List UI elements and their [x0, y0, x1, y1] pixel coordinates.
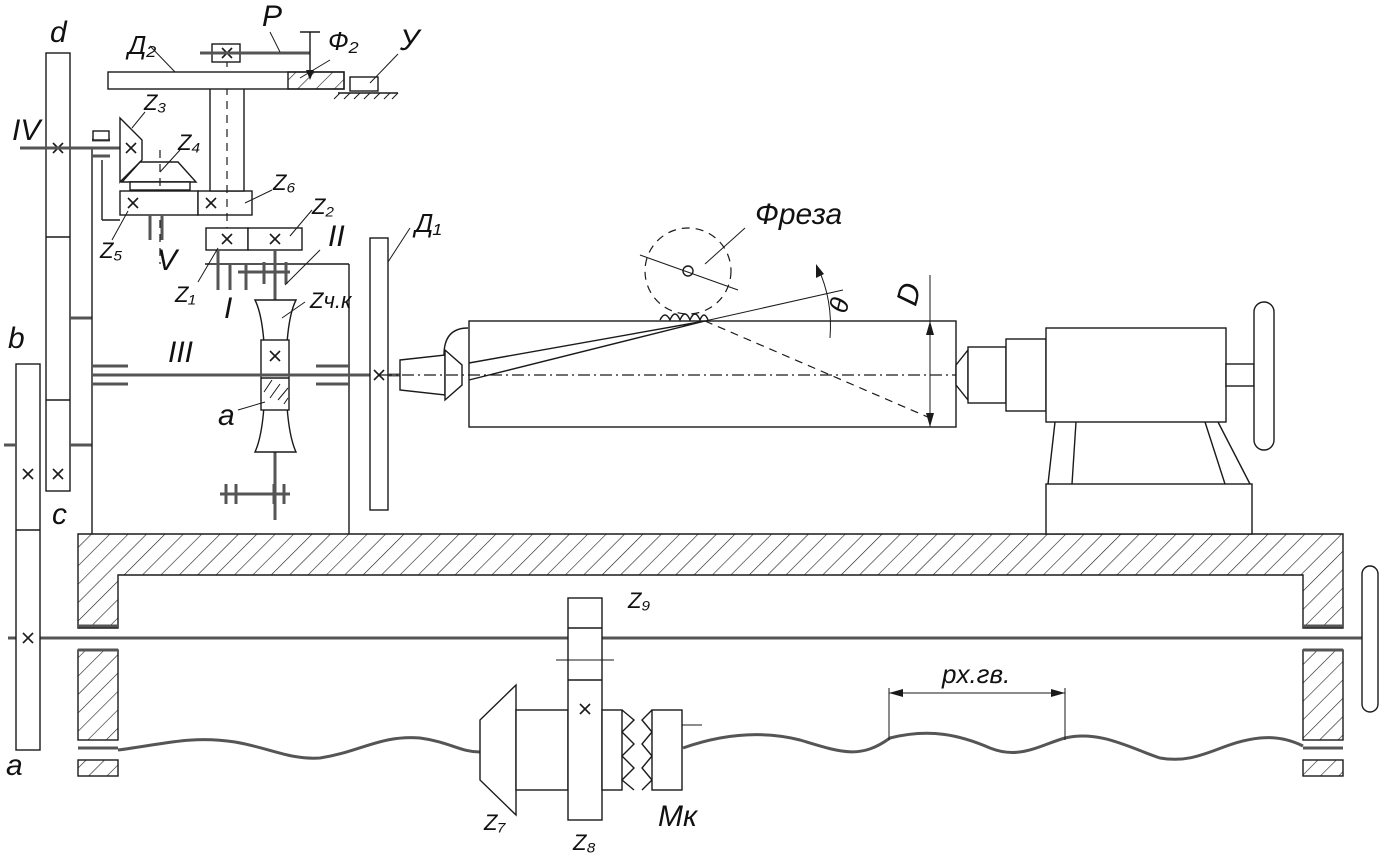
shaft-IV	[20, 130, 130, 158]
label-shaft-I: I	[224, 292, 232, 325]
label-Z8: Z₈	[572, 830, 596, 855]
label-Z3: Z₃	[143, 90, 166, 115]
label-D2: Д₂	[125, 30, 156, 60]
label-freza: Фреза	[755, 198, 842, 231]
leader-lines	[111, 31, 411, 411]
helix-angle	[704, 264, 844, 339]
label-shaft-IV: IV	[12, 114, 43, 147]
gear-z1-z2	[205, 227, 303, 290]
label-Z-worm-gear: Zч.к	[309, 288, 353, 313]
label-Z1: Z₁	[174, 282, 195, 307]
change-gears	[4, 52, 92, 751]
label-shaft-II: II	[328, 220, 345, 253]
label-a-worm: a	[218, 399, 235, 432]
machine-bed	[77, 533, 1344, 777]
milling-cutter	[639, 227, 746, 322]
tailstock	[955, 301, 1275, 535]
label-F2: Ф₂	[328, 26, 359, 56]
label-P: P	[262, 0, 282, 33]
label-c: c	[52, 498, 67, 531]
label-d: d	[50, 16, 68, 49]
label-a-gear: a	[6, 749, 23, 782]
headstock-center	[399, 327, 469, 402]
label-U: У	[399, 24, 422, 57]
workpiece	[380, 320, 1275, 428]
gearbox-frame	[91, 148, 350, 534]
dividing-table-D2	[107, 31, 399, 100]
label-Z7: Z₇	[483, 810, 506, 835]
label-Z2: Z₂	[311, 194, 334, 219]
label-Z6: Z₆	[272, 170, 295, 195]
label-b: b	[8, 322, 25, 355]
lead-shaft	[8, 565, 1379, 713]
label-Z9: Z₉	[627, 588, 650, 613]
label-D1: Д₁	[412, 208, 442, 238]
label-shaft-III: III	[168, 336, 193, 369]
label-pitch: pх.гв.	[941, 659, 1010, 689]
label-Mk: Mк	[658, 800, 699, 833]
label-Z5: Z₅	[99, 238, 122, 263]
diameter-dimension	[926, 275, 934, 427]
label-theta: θ	[823, 294, 856, 315]
disk-D1	[369, 237, 400, 511]
gear-z5-z6	[119, 190, 253, 240]
shaft-II-worm	[220, 250, 298, 520]
bevel-gear-z3	[119, 116, 143, 184]
shaft-III	[92, 364, 380, 386]
label-shaft-V: V	[157, 244, 180, 277]
label-Z4: Z₄	[177, 130, 200, 155]
labels: d b c a IV III II I V Д₂ P Ф₂ У Z₃ Z₄ Z₆…	[6, 0, 1010, 855]
label-D: D	[891, 279, 928, 308]
feed-gear-block	[479, 597, 702, 821]
cam-profile	[78, 731, 1343, 761]
pitch-dimension	[888, 688, 1066, 740]
